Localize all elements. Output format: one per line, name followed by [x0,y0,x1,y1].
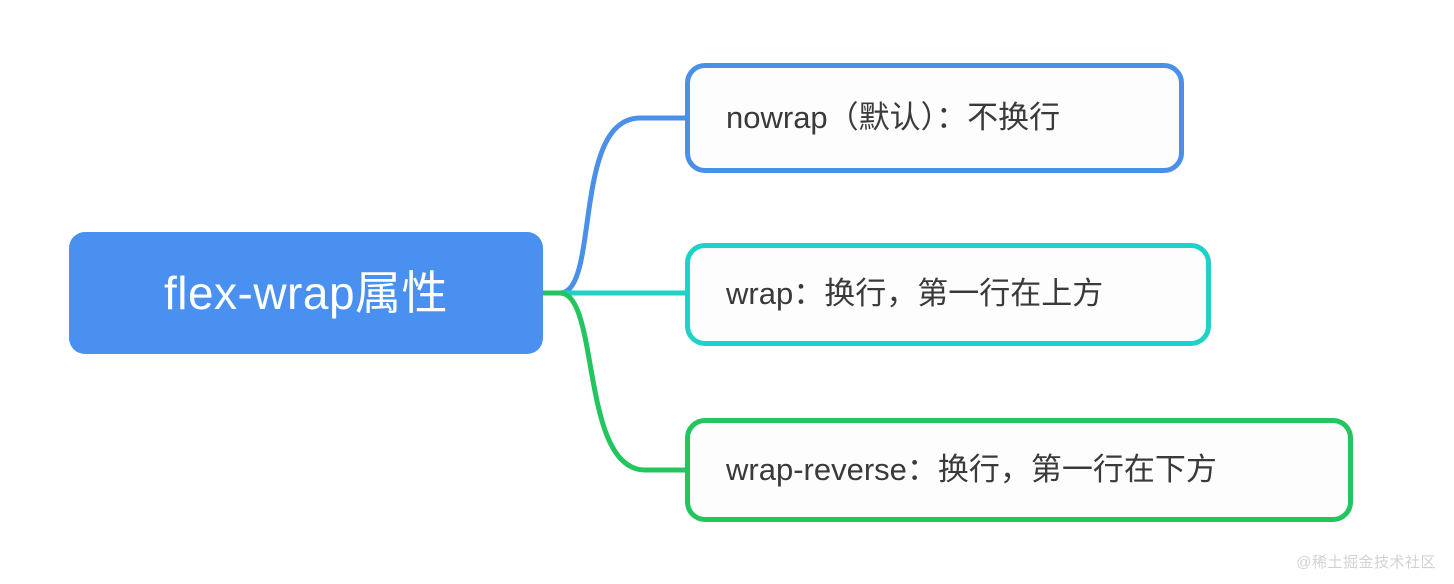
branch-node-label: nowrap（默认）：不换行 [726,99,1061,135]
watermark-text: @稀土掘金技术社区 [1296,554,1436,571]
connector-to-branch-0 [540,115,689,296]
branch-node-label: wrap-reverse：换行，第一行在下方 [726,451,1217,487]
branch-node-label: wrap：换行，第一行在上方 [726,276,1104,312]
root-node-label: flex-wrap属性 [163,266,449,319]
mindmap-branch-node-wrap[interactable]: wrap：换行，第一行在上方 [685,243,1211,346]
connector-to-branch-2 [540,290,689,473]
mindmap-root-node[interactable]: flex-wrap属性 [69,232,543,354]
mindmap-branch-node-wrap-reverse[interactable]: wrap-reverse：换行，第一行在下方 [685,418,1353,522]
mindmap-branch-node-nowrap[interactable]: nowrap（默认）：不换行 [685,63,1184,173]
